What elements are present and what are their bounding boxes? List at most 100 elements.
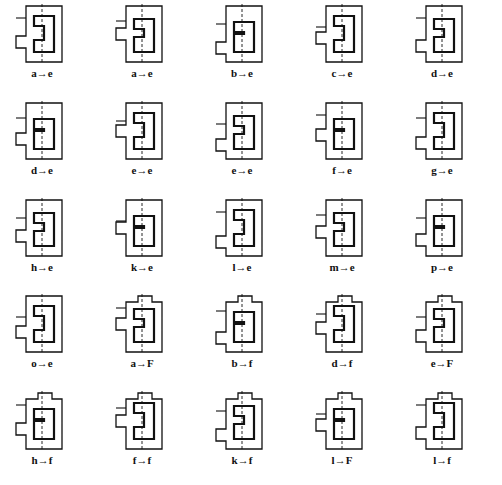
plan-figure (216, 101, 262, 161)
outer-outline (16, 6, 62, 62)
inner-wall (34, 16, 54, 52)
plan-figure (16, 391, 62, 451)
inner-wall (434, 403, 454, 439)
side-line (116, 307, 126, 308)
inner-wall (34, 409, 54, 439)
figure-caption: f→f (133, 455, 151, 466)
inner-wall (234, 116, 254, 149)
side-line (416, 316, 426, 317)
inner-wall (334, 16, 354, 52)
figure-caption: o→e (31, 358, 52, 369)
side-line (216, 211, 226, 212)
outer-outline (416, 296, 462, 352)
inner-wall (234, 312, 254, 342)
dash-axis (442, 4, 443, 64)
side-line (16, 17, 26, 18)
outer-outline (116, 296, 162, 352)
plan-figure (316, 198, 362, 258)
plan-figure (416, 198, 462, 258)
figure-caption: e→e (232, 165, 253, 176)
side-line (116, 20, 126, 21)
plan-figure (416, 101, 462, 161)
outer-outline (416, 103, 462, 159)
inner-wall (234, 406, 254, 439)
inner-wall (334, 213, 354, 246)
figure-caption: h→e (31, 262, 53, 273)
outer-outline (16, 393, 62, 449)
figure-caption: a→e (131, 68, 152, 79)
outer-outline (316, 103, 362, 159)
outer-outline (216, 103, 262, 159)
figure-caption: e→F (431, 358, 454, 369)
side-line (316, 26, 326, 27)
side-line (16, 404, 26, 405)
dash-axis (142, 4, 143, 64)
side-line (316, 114, 326, 115)
outer-outline (416, 200, 462, 256)
inner-wall (434, 309, 454, 342)
plan-figure (416, 4, 462, 64)
figure-caption: k→f (232, 455, 253, 466)
dash-axis (242, 101, 243, 161)
figure-caption: p→e (431, 262, 453, 273)
figure-caption: l→F (332, 455, 353, 466)
side-line (116, 120, 126, 121)
figure-caption: d→e (431, 68, 453, 79)
side-line (316, 413, 326, 414)
plan-figure (116, 198, 162, 258)
plan-figure (216, 4, 262, 64)
side-line (16, 217, 26, 218)
plan-figure (116, 4, 162, 64)
dash-axis (242, 4, 243, 64)
dash-axis (142, 391, 143, 451)
inner-wall (34, 306, 54, 342)
outer-outline (316, 296, 362, 352)
side-line (316, 214, 326, 215)
figure-caption: b→f (232, 358, 253, 369)
figure-caption: d→e (31, 165, 53, 176)
side-line (416, 404, 426, 405)
side-line (316, 313, 326, 314)
dash-axis (342, 391, 343, 451)
outer-outline (316, 6, 362, 62)
dash-axis (442, 198, 443, 258)
inner-wall (134, 19, 154, 52)
outer-outline (16, 296, 62, 352)
dash-axis (42, 198, 43, 258)
outer-outline (16, 103, 62, 159)
inner-wall (234, 22, 254, 52)
plan-figure (216, 391, 262, 451)
dash-axis (442, 294, 443, 354)
outer-outline (16, 200, 62, 256)
side-line (416, 217, 426, 218)
dash-axis (442, 391, 443, 451)
inner-wall (234, 210, 254, 246)
plan-figure (16, 294, 62, 354)
inner-wall (134, 216, 154, 246)
outer-outline (116, 200, 162, 256)
plan-figure (116, 391, 162, 451)
dash-axis (42, 391, 43, 451)
figure-caption: l→f (433, 455, 451, 466)
side-line (216, 23, 226, 24)
dash-axis (142, 294, 143, 354)
outer-outline (416, 393, 462, 449)
inner-wall (434, 216, 454, 246)
plan-figure (16, 198, 62, 258)
dash-axis (42, 294, 43, 354)
figure-caption: a→e (31, 68, 52, 79)
figure-caption: h→f (32, 455, 53, 466)
figure-caption: m→e (329, 262, 354, 273)
dash-axis (42, 4, 43, 64)
outer-outline (316, 200, 362, 256)
inner-wall (134, 403, 154, 439)
plan-figure (216, 294, 262, 354)
inner-wall (434, 113, 454, 149)
outer-outline (216, 393, 262, 449)
outer-outline (116, 103, 162, 159)
figure-caption: c→e (332, 68, 353, 79)
plan-figure (216, 198, 262, 258)
dash-axis (242, 391, 243, 451)
side-line (116, 407, 126, 408)
